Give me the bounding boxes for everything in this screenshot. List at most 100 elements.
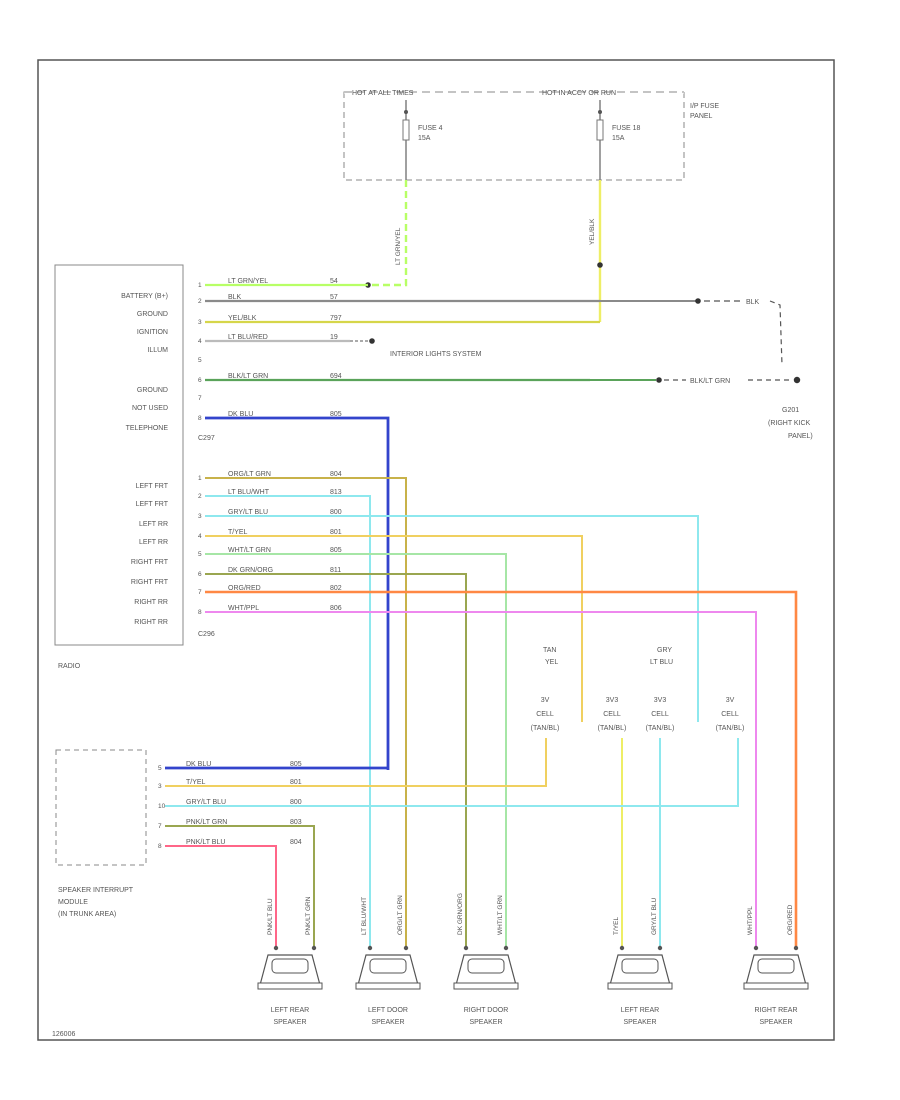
- c296-wire-4: [205, 535, 583, 722]
- c297-pin-7: 7: [198, 395, 202, 402]
- c297-wire-label-3: YEL/BLK: [228, 315, 257, 322]
- c296-wire-1: [205, 477, 407, 950]
- c297-wire-circuit-2: 57: [330, 294, 338, 301]
- cell-1-line3: (TAN/BL): [598, 725, 627, 732]
- blk-ground-label: BLK: [746, 299, 760, 306]
- module-wire-8: [165, 845, 277, 950]
- module-label-3: (IN TRUNK AREA): [58, 911, 116, 918]
- radio-top-label-3: ILLUM: [147, 347, 168, 354]
- fuse-panel-label-1: I/P FUSE: [690, 103, 719, 110]
- c297-wire-circuit-6: 694: [330, 373, 342, 380]
- speaker-0-wire-b: PNK/LT GRN: [305, 896, 312, 935]
- module-wire-circuit-5: 805: [290, 761, 302, 768]
- speaker-2-wire-b: WHT/LT GRN: [497, 895, 504, 935]
- c296-wire-circuit-5: 805: [330, 547, 342, 554]
- radio-bottom-label-6: RIGHT RR: [134, 599, 168, 606]
- c297-wire-8: [205, 416, 390, 770]
- fuse4-top-dot: [404, 110, 408, 114]
- speaker-4-wire-b: ORG/RED: [787, 904, 794, 935]
- speaker-1-base: [355, 982, 421, 990]
- radio-top-label-6: NOT USED: [132, 405, 168, 412]
- fuse-panel-label-2: PANEL: [690, 113, 713, 120]
- speaker-0-cone: [271, 958, 309, 974]
- speaker-4-wire-a: WHT/PPL: [747, 906, 754, 935]
- ground-location-1: (RIGHT KICK: [768, 420, 811, 427]
- speaker-3-wire-b: GRY/LT BLU: [651, 897, 658, 935]
- fuse18-body: [596, 119, 604, 141]
- cell-0-line1: 3V: [541, 697, 550, 704]
- ground-path: BLK BLK/LT GRN G201 (RIGHT KICK PANEL) I…: [350, 298, 813, 440]
- speaker-routing: [165, 738, 739, 950]
- radio-bottom-label-3: LEFT RR: [139, 539, 168, 546]
- cell-2-line3: (TAN/BL): [646, 725, 675, 732]
- fuse18-drop-color: YEL/BLK: [589, 218, 596, 245]
- cell-group: TAN YEL GRY LT BLU 3VCELL(TAN/BL)3V3CELL…: [531, 647, 745, 732]
- radio-bottom-label-2: LEFT RR: [139, 521, 168, 528]
- c296-wire-circuit-8: 806: [330, 605, 342, 612]
- right-cell-color-1: GRY: [657, 647, 672, 654]
- module-wire-circuit-8: 804: [290, 839, 302, 846]
- c296-pin-6: 6: [198, 571, 202, 578]
- c296-wire-label-6: DK GRN/ORG: [228, 567, 273, 574]
- speaker-0-term-b: [311, 945, 317, 951]
- c297-wire-label-4: LT BLU/RED: [228, 334, 268, 341]
- speaker-2-name-1: RIGHT DOOR: [464, 1007, 509, 1014]
- speaker-3-base: [607, 982, 673, 990]
- c297-pin-4: 4: [198, 338, 202, 345]
- radio-top-label-2: IGNITION: [137, 329, 168, 336]
- c296-wire-label-3: GRY/LT BLU: [228, 509, 268, 516]
- blk-ltgrn-splice: [656, 377, 662, 383]
- c296-wire-label-8: WHT/PPL: [228, 605, 259, 612]
- fuse18-drop-splice: [597, 262, 603, 268]
- c296-wire-circuit-2: 813: [330, 489, 342, 496]
- module-wire-label-7: PNK/LT GRN: [186, 819, 227, 826]
- c297-wire-label-2: BLK: [228, 294, 242, 301]
- illum-splice: [369, 338, 375, 344]
- c297-wire-label-6: BLK/LT GRN: [228, 373, 268, 380]
- radio-bottom-label-5: RIGHT FRT: [131, 579, 169, 586]
- c296-wire-circuit-1: 804: [330, 471, 342, 478]
- speaker-0-name-1: LEFT REAR: [271, 1007, 309, 1014]
- module-label-2: MODULE: [58, 899, 88, 906]
- module-label-1: SPEAKER INTERRUPT: [58, 887, 134, 894]
- radio-top-label-7: TELEPHONE: [126, 425, 169, 432]
- speaker-2-base: [453, 982, 519, 990]
- c296-wire-circuit-7: 802: [330, 585, 342, 592]
- radio-bottom-label-1: LEFT FRT: [136, 501, 169, 508]
- radio-top-label-1: GROUND: [137, 311, 168, 318]
- c296-wire-8: [205, 611, 757, 950]
- fuse-panel: HOT AT ALL TIMES HOT IN ACCY OR RUN I/P …: [343, 90, 719, 181]
- c296-pin-3: 3: [198, 513, 202, 520]
- fuse-panel-outline: [343, 91, 685, 181]
- radio-bottom-label-0: LEFT FRT: [136, 483, 169, 490]
- speaker-2-term-a: [463, 945, 469, 951]
- speaker-3-term-a: [619, 945, 625, 951]
- cell-2-line1: 3V3: [654, 697, 667, 704]
- c296-wire-7: [205, 590, 798, 950]
- cell-1-line2: CELL: [603, 711, 621, 718]
- speaker-1-name-1: LEFT DOOR: [368, 1007, 408, 1014]
- speaker-4-cone: [757, 958, 795, 974]
- c296-pin-8: 8: [198, 609, 202, 616]
- c296-pin-1: 1: [198, 475, 202, 482]
- ground-point-dot: [793, 376, 801, 384]
- cell-3-line3: (TAN/BL): [716, 725, 745, 732]
- c296-wire-label-2: LT BLU/WHT: [228, 489, 270, 496]
- module-wire-7: [165, 825, 315, 950]
- speaker-3-term-b: [657, 945, 663, 951]
- radio-box: [54, 264, 184, 646]
- diagram-frame: [37, 59, 835, 1041]
- fuse18-top-dot: [598, 110, 602, 114]
- module-wire-circuit-7: 803: [290, 819, 302, 826]
- left-cell-color-1: TAN: [543, 647, 556, 654]
- c297-wire-circuit-1: 54: [330, 278, 338, 285]
- c296-pin-7: 7: [198, 589, 202, 596]
- module-wire-label-5: DK BLU: [186, 761, 211, 768]
- module-wire-3: [165, 738, 547, 787]
